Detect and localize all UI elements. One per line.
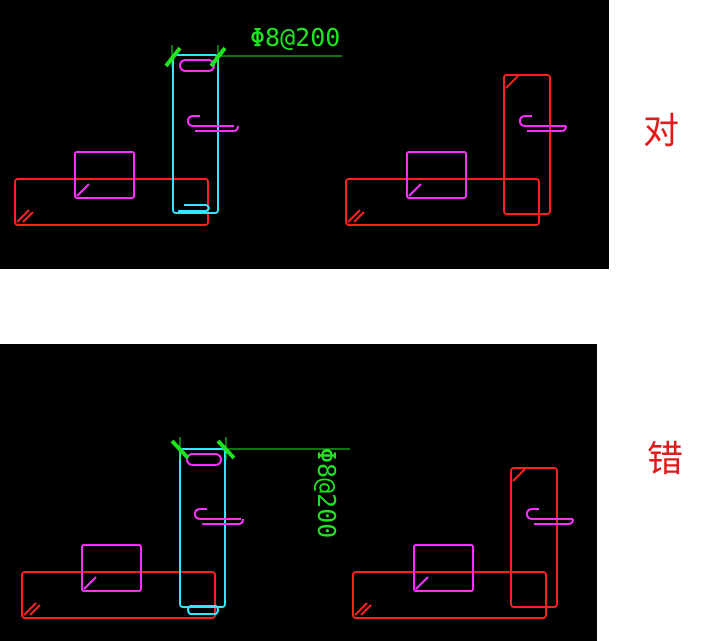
dimension-tick (164, 46, 182, 68)
vertical-stirrup (172, 54, 219, 214)
left-inner-stirrup (74, 151, 135, 199)
right-horizontal-stirrup (345, 178, 540, 226)
diagram-correct-panel: Φ8@200 (0, 0, 609, 269)
stirrup-hook (354, 602, 368, 616)
stirrup-hook (408, 183, 422, 197)
tie-bar-middle (186, 115, 239, 132)
right-inner-stirrup (406, 151, 467, 199)
stirrup-hook (29, 604, 41, 616)
stirrup-hook (83, 576, 97, 590)
tie-bar-middle (193, 508, 244, 525)
right-horizontal-stirrup (352, 571, 547, 619)
wrong-diagram-drawing: Φ8@200 (21, 437, 574, 619)
stirrup-hook (505, 75, 519, 89)
dimension-label: Φ8@200 (312, 448, 341, 538)
verdict-correct: 对 (643, 111, 680, 152)
stirrup-hook (353, 211, 365, 223)
stirrup-hook (178, 204, 210, 212)
stirrup-hook (512, 468, 526, 482)
left-horizontal-stirrup (14, 178, 209, 226)
vertical-stirrup (179, 448, 226, 608)
stirrup-hook (22, 211, 34, 223)
stirrup-hook (360, 604, 372, 616)
stirrup-hook (347, 209, 361, 223)
correct-diagram-drawing: Φ8@200 (14, 23, 567, 226)
right-vertical-stirrup (510, 467, 558, 608)
tie-bar-right (518, 115, 567, 132)
left-horizontal-stirrup (21, 571, 216, 619)
stirrup-hook (23, 602, 37, 616)
stirrup-hook (76, 183, 90, 197)
tie-bar-top (179, 59, 215, 72)
diagram-wrong-panel: Φ8@200 (0, 344, 597, 641)
left-inner-stirrup (81, 544, 142, 592)
stirrup-hook (415, 576, 429, 590)
verdict-wrong: 错 (647, 439, 684, 480)
right-vertical-stirrup (503, 74, 551, 215)
stirrup-hook (187, 605, 219, 615)
dimension-label: Φ8@200 (250, 23, 340, 52)
tie-bar-right (525, 508, 574, 525)
right-inner-stirrup (413, 544, 474, 592)
tie-bar-top (186, 453, 222, 466)
stirrup-hook (16, 209, 30, 223)
